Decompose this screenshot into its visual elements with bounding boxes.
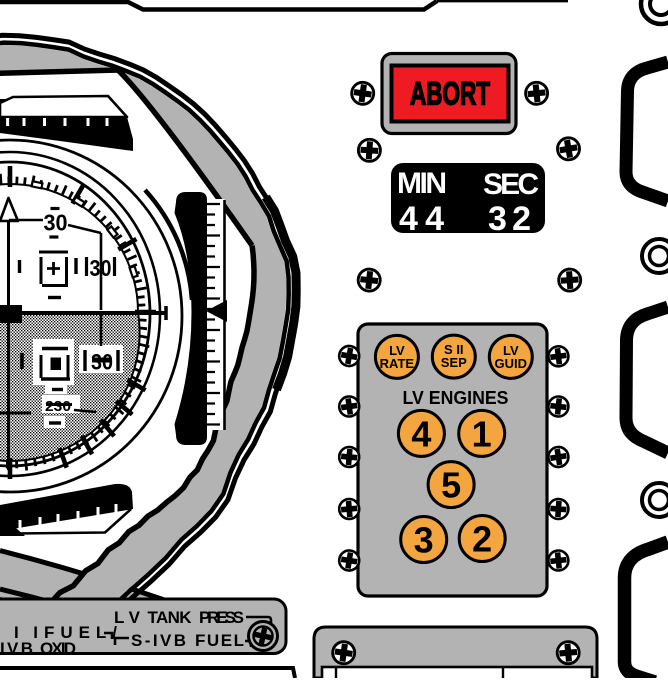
svg-text:SEC: SEC — [483, 168, 539, 201]
svg-text:TANK: TANK — [148, 608, 193, 627]
svg-text:RATE: RATE — [380, 356, 415, 371]
svg-text:GUID: GUID — [495, 356, 528, 371]
svg-text:30: 30 — [44, 210, 68, 236]
svg-text:230: 230 — [45, 398, 71, 415]
svg-text:LV ENGINES: LV ENGINES — [403, 388, 509, 408]
svg-text:MIN: MIN — [397, 167, 447, 200]
svg-text:OXID: OXID — [40, 639, 76, 658]
svg-text:PRESS: PRESS — [199, 608, 244, 627]
svg-text:ABORT: ABORT — [410, 76, 490, 112]
svg-text:SEP: SEP — [441, 355, 467, 370]
svg-text:2: 2 — [472, 519, 492, 560]
svg-text:30: 30 — [90, 255, 112, 281]
svg-text:4: 4 — [411, 414, 431, 455]
svg-text:5: 5 — [441, 465, 461, 506]
svg-text:3: 3 — [414, 520, 434, 561]
svg-text:1: 1 — [472, 414, 492, 455]
